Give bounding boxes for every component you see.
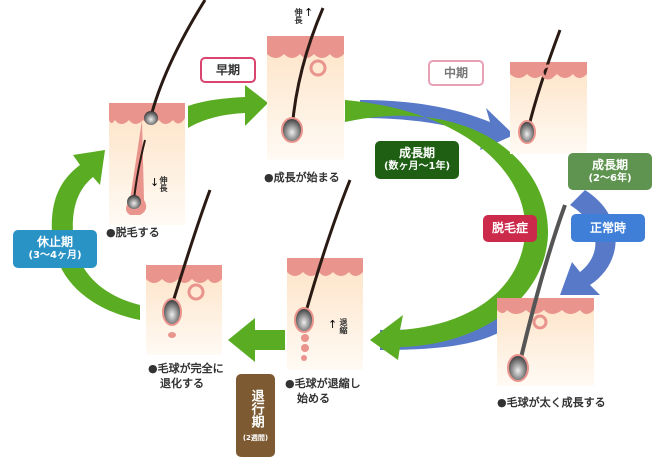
regression-phase-label: 退行期 (2週間): [236, 374, 275, 457]
regression-title: 退行期: [248, 388, 264, 428]
growth-phase-short-label: 成長期 (数ヶ月〜1年): [375, 141, 459, 179]
caption-bulb-regressed-line1: ●毛球が完全に: [148, 362, 224, 375]
regression-period: (2週間): [242, 433, 269, 442]
panel-bulb-regressed: [146, 189, 222, 355]
down-arrow-icon: ↓: [150, 176, 160, 189]
up-arrow-icon: ↑: [304, 6, 314, 19]
green-arrow-loop: [51, 150, 141, 320]
growth-normal-title: 成長期: [591, 157, 628, 172]
growth-short-period: (数ヶ月〜1年): [383, 161, 451, 173]
resting-title: 休止期: [36, 235, 73, 250]
caption-growth-start: ●成長が始まる: [264, 171, 340, 184]
panel-bulb-grows: [497, 204, 594, 386]
middle-stage-label: 中期: [428, 60, 484, 86]
growth-phase-normal-label: 成長期 (2〜6年): [568, 153, 652, 190]
panel-shedding: [109, 0, 207, 225]
panel-middle: [510, 29, 587, 154]
growth-short-title: 成長期: [398, 146, 435, 161]
caption-bulb-regressed-line2: 退化する: [160, 376, 204, 390]
green-arrow-left: [228, 318, 285, 362]
caption-bulb-shrinks-line1: ●毛球が退縮し: [285, 377, 361, 390]
green-arrow-top: [188, 85, 268, 128]
panel-growth-start: [267, 7, 344, 160]
normal-label: 正常時: [571, 214, 645, 242]
caption-bulb-grows: ●毛球が太く成長する: [497, 396, 606, 409]
caption-bulb-regressed: ●毛球が完全に 退化する: [148, 362, 224, 392]
early-stage-label: 早期: [200, 57, 256, 83]
panel-bulb-shrinks: [287, 179, 363, 370]
green-arrow-big: [345, 100, 549, 360]
resting-period: (3〜4ヶ月): [28, 250, 82, 262]
elongate-note-top: 伸長: [294, 8, 303, 24]
up-arrow-icon: ↑: [328, 318, 338, 331]
shrink-note: 退縮: [339, 318, 348, 334]
caption-shedding: ●脱毛する: [106, 226, 160, 239]
growth-normal-period: (2〜6年): [588, 172, 632, 184]
caption-bulb-shrinks-line2: 始める: [297, 391, 330, 405]
alopecia-label: 脱毛症: [483, 215, 537, 242]
caption-bulb-shrinks: ●毛球が退縮し 始める: [285, 377, 361, 407]
resting-phase-label: 休止期 (3〜4ヶ月): [13, 230, 97, 268]
elongate-note-shedding: 伸長: [159, 176, 168, 192]
blue-arrow-right: [560, 190, 616, 295]
